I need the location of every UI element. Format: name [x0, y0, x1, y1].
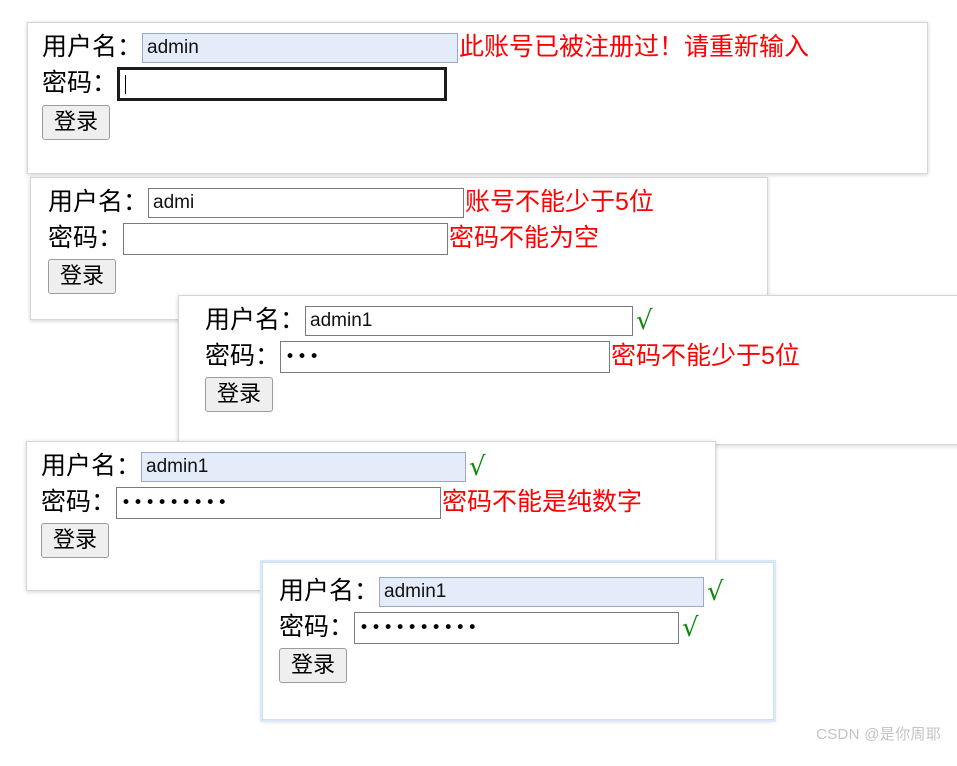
username-valid-icon: √	[707, 577, 724, 607]
password-row: 密码： •••••••••• √	[279, 612, 773, 644]
username-field-wrapper: admin1	[379, 577, 705, 607]
username-label: 用户名：	[205, 306, 306, 335]
password-row: 密码： ••• 密码不能少于5位	[205, 341, 957, 373]
password-field-wrapper: •••••••••	[116, 487, 442, 519]
username-valid-icon: √	[636, 306, 653, 336]
password-error-message: 密码不能少于5位	[611, 342, 800, 371]
password-field-wrapper: ••••••••••	[354, 612, 680, 644]
username-label: 用户名：	[41, 452, 142, 481]
button-row: 登录	[205, 377, 957, 413]
password-row: 密码：	[42, 67, 927, 101]
password-label: 密码：	[205, 342, 281, 371]
login-button[interactable]: 登录	[42, 105, 111, 141]
password-label: 密码：	[41, 488, 117, 517]
username-field-wrapper: admin1	[305, 306, 634, 336]
button-row: 登录	[48, 259, 767, 295]
password-valid-icon: √	[682, 613, 699, 643]
login-button[interactable]: 登录	[48, 259, 117, 295]
button-row: 登录	[41, 523, 715, 559]
username-error-message: 账号不能少于5位	[465, 188, 654, 217]
password-dots: •••	[285, 346, 322, 367]
login-form-card-3: 用户名： admin1 √ 密码： ••• 密码不能少于5位 登录	[178, 295, 957, 445]
password-error-message: 密码不能为空	[449, 224, 600, 253]
password-label: 密码：	[279, 613, 355, 642]
password-label: 密码：	[48, 224, 124, 253]
login-button[interactable]: 登录	[205, 377, 274, 413]
username-valid-icon: √	[469, 452, 486, 482]
username-input[interactable]: admin1	[141, 452, 467, 482]
button-row: 登录	[279, 648, 773, 684]
username-error-message: 此账号已被注册过！请重新输入	[459, 33, 810, 62]
password-row: 密码： 密码不能为空	[48, 223, 767, 255]
button-row: 登录	[42, 105, 927, 141]
password-input[interactable]: ••••••••••	[354, 612, 680, 644]
csdn-watermark: CSDN @是你周耶	[816, 726, 941, 743]
login-form-card-2: 用户名： admi 账号不能少于5位 密码： 密码不能为空 登录	[30, 177, 768, 320]
password-dots: ••••••••••	[359, 617, 480, 638]
username-row: 用户名： admin1 √	[41, 452, 715, 482]
password-field-wrapper	[123, 223, 449, 255]
password-dots: •••••••••	[121, 492, 230, 513]
login-button[interactable]: 登录	[41, 523, 110, 559]
username-input[interactable]: admin	[142, 33, 459, 63]
username-field-wrapper: admi	[148, 188, 465, 218]
username-label: 用户名：	[279, 577, 380, 606]
username-input[interactable]: admin1	[379, 577, 705, 607]
password-error-message: 密码不能是纯数字	[442, 488, 643, 517]
password-input[interactable]	[123, 223, 449, 255]
username-input[interactable]: admin1	[305, 306, 634, 336]
username-input[interactable]: admi	[148, 188, 465, 218]
password-field-wrapper	[117, 67, 448, 101]
password-input[interactable]: •••••••••	[116, 487, 442, 519]
username-field-wrapper: admin	[142, 33, 459, 63]
username-label: 用户名：	[48, 188, 149, 217]
username-row: 用户名： admin1 √	[279, 577, 773, 607]
password-input[interactable]	[117, 67, 448, 101]
username-row: 用户名： admi 账号不能少于5位	[48, 188, 767, 218]
login-form-card-1: 用户名： admin 此账号已被注册过！请重新输入 密码： 登录	[27, 22, 928, 174]
password-input[interactable]: •••	[280, 341, 611, 373]
username-row: 用户名： admin 此账号已被注册过！请重新输入	[42, 33, 927, 63]
username-row: 用户名： admin1 √	[205, 306, 957, 336]
username-label: 用户名：	[42, 33, 143, 62]
password-field-wrapper: •••	[280, 341, 611, 373]
password-label: 密码：	[42, 69, 118, 98]
login-button[interactable]: 登录	[279, 648, 348, 684]
login-form-card-5: 用户名： admin1 √ 密码： •••••••••• √ 登录	[262, 562, 774, 720]
text-caret	[125, 74, 127, 94]
username-field-wrapper: admin1	[141, 452, 467, 482]
password-row: 密码： ••••••••• 密码不能是纯数字	[41, 487, 715, 519]
